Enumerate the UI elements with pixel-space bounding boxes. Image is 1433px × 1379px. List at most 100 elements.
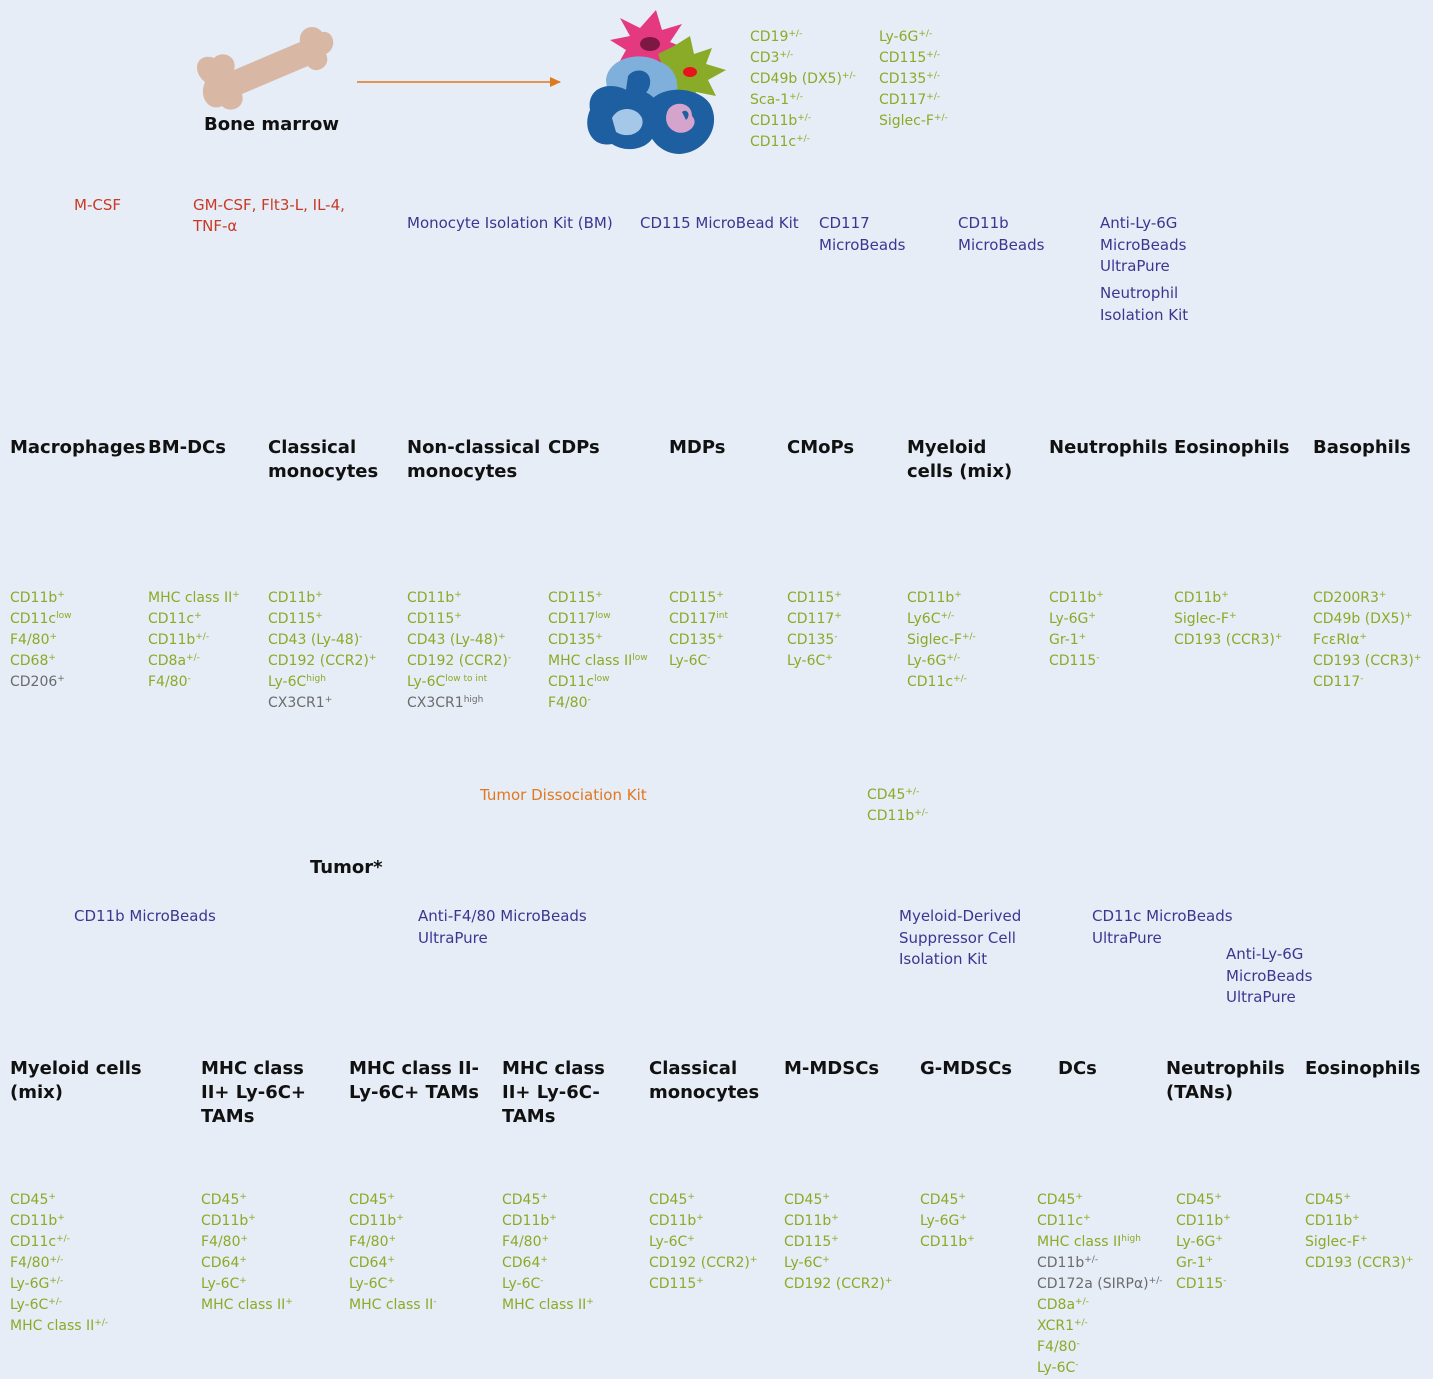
reagent-cd11c-microbeads: CD11c MicroBeads (1092, 907, 1233, 925)
marker-list: CD45+ Ly-6G+ CD11b+ (920, 1190, 975, 1253)
marker-item: CD45+ (784, 1192, 830, 1208)
reagent-anti-ly6g-microbeads: MicroBeads (1226, 967, 1313, 985)
marker-item: Ly-6G+ (920, 1213, 967, 1229)
marker-item: CD115- (1176, 1276, 1227, 1292)
population-name: Non-classical monocytes (407, 437, 541, 482)
marker-item: CD11b+ (10, 1213, 65, 1229)
marker-item: CD8a+/- (148, 653, 200, 669)
population-name: Eosinophils (1305, 1058, 1421, 1079)
population-name: Classical monocytes (268, 437, 379, 482)
marker-item: Ly-6Chigh (268, 674, 326, 690)
marker-item: CD8a+/- (1037, 1297, 1089, 1313)
population-name: MDPs (669, 437, 726, 458)
marker-item: Ly6C+/- (907, 611, 955, 627)
marker-item: MHC class II+ (148, 590, 240, 606)
marker-item: CD115+ (268, 611, 323, 627)
marker-item: F4/80+ (349, 1234, 397, 1250)
marker-item: Ly-6C+ (349, 1276, 395, 1292)
marker-list: CD45+CD11b+Ly-6C+CD192 (CCR2)+CD115+ (649, 1190, 757, 1295)
marker-item: CD11b+ (784, 1213, 839, 1229)
population-name: Classical monocytes (649, 1058, 760, 1103)
marker-item: F4/80- (148, 674, 191, 690)
reagent-neutrophil: Neutrophil (1100, 284, 1179, 302)
population-name: MHC class II- Ly-6C+ TAMs (349, 1058, 479, 1103)
marker-item: Ly-6G+/- (10, 1276, 64, 1292)
reagent-mdsc: Myeloid-Derived (899, 907, 1022, 925)
marker-item: MHC class II+/- (10, 1318, 109, 1334)
marker-list: CD11b+CD115+CD43 (Ly-48)+CD192 (CCR2)-Ly… (407, 588, 511, 714)
marker-item: Siglec-F+/- (907, 632, 976, 648)
marker-item: CD45+ (1176, 1192, 1222, 1208)
marker-item: CD11b+ (920, 1234, 975, 1250)
population-name: Neutrophils (TANs) (1166, 1058, 1285, 1103)
marker-list: MHC class II+CD11c+CD11b+/-CD8a+/-F4/80- (148, 588, 240, 693)
marker-item: Ly-6G+/- (907, 653, 961, 669)
reagent-anti-ly6g-ultrapure: UltraPure (1226, 988, 1296, 1006)
marker-item: CD200R3+ (1313, 590, 1387, 606)
reagent-monocyte-isolation-kit: Monocyte Isolation Kit (BM) (407, 214, 613, 232)
marker-item: CD49b (DX5)+ (1313, 611, 1413, 627)
marker-item: CD11b+ (1049, 590, 1104, 606)
marker-item: CD11b+ (10, 590, 65, 606)
population-name: MHC class II+ Ly-6C- TAMs (502, 1058, 605, 1127)
reagent-cd11b: CD11b (958, 214, 1009, 232)
source-label-tumor: Tumor* (310, 857, 383, 878)
marker-item: CD11clow (10, 611, 72, 627)
marker-item: CD115+ (787, 590, 842, 606)
marker-item: Siglec-F+ (1174, 611, 1237, 627)
population-name: Basophils (1313, 437, 1411, 458)
marker-item: CD45+ (502, 1192, 548, 1208)
marker-item: CD193 (CCR3)+ (1313, 653, 1422, 669)
culture-tnf: TNF-α (193, 217, 238, 235)
marker-item: CD192 (CCR2)- (407, 653, 512, 669)
marker-item: Gr-1+ (1049, 632, 1087, 648)
marker-item: CD135+ (669, 632, 724, 648)
marker-list: CD115+CD117+CD135-Ly-6C+ (787, 588, 842, 672)
population-name: G-MDSCs (920, 1058, 1012, 1079)
marker-item: F4/80- (548, 695, 591, 711)
marker-list: CD11b+Siglec-F+CD193 (CCR3)+ (1174, 588, 1282, 651)
reagent-anti-f480-ultrapure: UltraPure (418, 929, 488, 947)
marker-item: Ly-6Clow to int (407, 674, 488, 690)
marker-item: CD45+ (1037, 1192, 1083, 1208)
marker-item: MHC class IIlow (548, 653, 648, 669)
marker-item: CD11b+/- (1037, 1255, 1099, 1271)
culture-m-csf: M-CSF (74, 196, 121, 214)
reagent-neutrophil-isolation-kit: Isolation Kit (1100, 306, 1189, 324)
marker-item: Siglec-F+ (1305, 1234, 1368, 1250)
marker-item: Ly-6C+ (649, 1234, 695, 1250)
marker-item: Sca-1+/- (750, 92, 803, 108)
reagent-anti-ly6g: Anti-Ly-6G (1100, 214, 1178, 232)
population-name: Neutrophils (1049, 437, 1168, 458)
marker-item: CD11b+ (502, 1213, 557, 1229)
marker-item: F4/80+ (201, 1234, 249, 1250)
reagent-anti-f480-microbeads: Anti-F4/80 MicroBeads (418, 907, 587, 925)
marker-item: CD11b+/- (750, 113, 812, 129)
marker-item: CD43 (Ly-48)- (268, 632, 363, 648)
marker-item: CD11b+ (1176, 1213, 1231, 1229)
population-name: MHC class II+ Ly-6C+ TAMs (201, 1058, 307, 1127)
marker-list: CD11b+Ly-6G+Gr-1+CD115- (1049, 588, 1104, 672)
marker-item: CD45+ (920, 1192, 966, 1208)
marker-item: CD45+ (1305, 1192, 1351, 1208)
marker-item: CD117int (669, 611, 729, 627)
marker-item: Ly-6G+/- (879, 29, 933, 45)
marker-item: FcεRIα+ (1313, 632, 1367, 648)
population-name: Myeloid cells (mix) (10, 1058, 142, 1103)
marker-item: CD49b (DX5)+/- (750, 71, 856, 87)
marker-item: CD172a (SIRPα)+/- (1037, 1276, 1163, 1292)
reagent-mdsc-suppressor: Suppressor Cell (899, 929, 1016, 947)
reagent-cd11c-ultrapure: UltraPure (1092, 929, 1162, 947)
population-name: Eosinophils (1174, 437, 1290, 458)
reagent-anti-ly6g-ultrapure: UltraPure (1100, 257, 1170, 275)
bone-icon (197, 27, 334, 110)
population-name: Macrophages (10, 437, 146, 458)
marker-item: Gr-1+ (1176, 1255, 1214, 1271)
marker-item: CD115+ (649, 1276, 704, 1292)
marker-item: Ly-6C- (669, 653, 711, 669)
marker-item: F4/80+/- (10, 1255, 64, 1271)
